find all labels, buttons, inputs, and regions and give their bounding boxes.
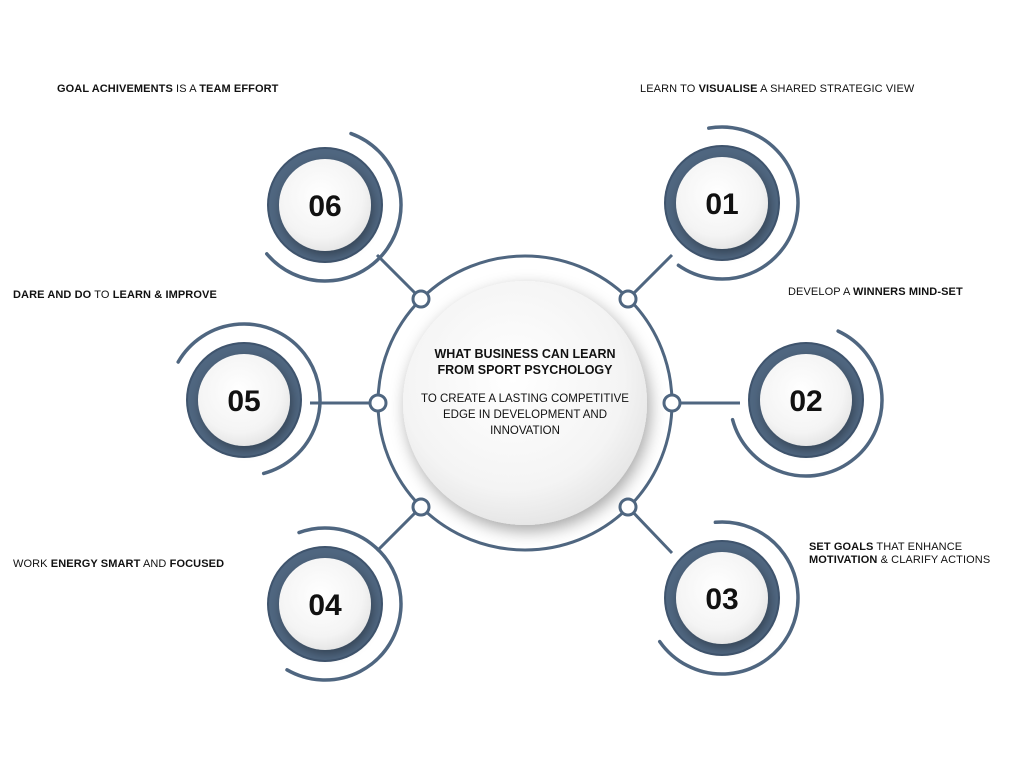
label-part: TO [91, 289, 113, 301]
label-part: GOAL ACHIVEMENTS [57, 83, 173, 95]
satellite-01: 01 [664, 125, 800, 281]
item-06-label: GOAL ACHIVEMENTS IS A TEAM EFFORT [57, 83, 279, 96]
item-04-label: WORK ENERGY SMART AND FOCUSED [13, 558, 224, 571]
satellite-number-06: 06 [308, 190, 341, 223]
satellite-outer-arc-06 [265, 131, 403, 283]
label-part: WORK [13, 558, 51, 570]
label-part: DARE AND DO [13, 289, 92, 301]
satellite-disc-05 [198, 354, 290, 446]
label-part: ENERGY SMART [50, 558, 141, 570]
item-01-label: LEARN TO VISUALISE A SHARED STRATEGIC VI… [640, 83, 914, 96]
label-part: FOCUSED [169, 558, 225, 570]
satellite-disc-01 [676, 157, 768, 249]
label-part: & CLARIFY ACTIONS [877, 554, 991, 566]
satellite-disc-03 [676, 552, 768, 644]
label-part: THAT ENHANCE [873, 541, 963, 553]
label-part: MOTIVATION [809, 554, 878, 566]
satellite-02: 02 [730, 329, 884, 478]
label-part: SET GOALS [809, 541, 874, 553]
center-disc [403, 281, 647, 525]
satellite-disc-02 [760, 354, 852, 446]
connector-line-01 [626, 253, 674, 301]
connector-line-04 [375, 505, 423, 553]
connector-lines [310, 253, 740, 555]
satellite-04: 04 [267, 526, 403, 682]
satellite-number-03: 03 [705, 583, 738, 616]
satellite-outer-arc-02 [730, 329, 884, 478]
satellite-05: 05 [176, 322, 322, 476]
center-text: WHAT BUSINESS CAN LEARN FROM SPORT PSYCH… [410, 346, 640, 439]
satellite-number-01: 01 [705, 188, 738, 221]
hub-node-06 [411, 289, 431, 309]
satellite-number-05: 05 [227, 385, 260, 418]
connector-line-03 [626, 505, 674, 555]
hub-node-05 [368, 393, 388, 413]
hub-node-02 [662, 393, 682, 413]
hub-node-04 [411, 497, 431, 517]
satellite-06: 06 [265, 131, 403, 283]
center-title: WHAT BUSINESS CAN LEARN FROM SPORT PSYCH… [434, 347, 616, 377]
satellite-number-04: 04 [308, 589, 342, 622]
satellite-outer-arc-04 [285, 526, 403, 682]
satellite-03: 03 [657, 520, 800, 676]
label-part: IS A [172, 83, 200, 95]
item-02-label: DEVELOP A WINNERS MIND-SET [788, 286, 963, 299]
hub-connector-nodes [368, 289, 682, 517]
label-part: A SHARED STRATEGIC VIEW [757, 83, 915, 95]
label-part: LEARN & IMPROVE [112, 289, 217, 301]
label-part: DEVELOP A [788, 286, 854, 298]
label-part: TEAM EFFORT [199, 83, 279, 95]
label-part: WINNERS MIND-SET [853, 286, 963, 298]
satellite-circles: 01 02 03 04 05 06 [176, 125, 884, 682]
hub-node-03 [618, 497, 638, 517]
satellite-outer-arc-05 [176, 322, 322, 476]
label-part: AND [140, 558, 170, 570]
connector-line-06 [375, 253, 423, 301]
satellite-disc-04 [279, 558, 371, 650]
center-subtitle: TO CREATE A LASTING COMPETITIVE EDGE IN … [421, 393, 629, 437]
satellite-outer-arc-01 [676, 125, 800, 281]
hub-node-01 [618, 289, 638, 309]
label-part: VISUALISE [698, 83, 758, 95]
label-part: LEARN TO [640, 83, 699, 95]
satellite-number-02: 02 [789, 385, 822, 418]
satellite-outer-arc-03 [657, 520, 800, 676]
satellite-disc-06 [279, 159, 371, 251]
item-05-label: DARE AND DO TO LEARN & IMPROVE [13, 289, 217, 302]
